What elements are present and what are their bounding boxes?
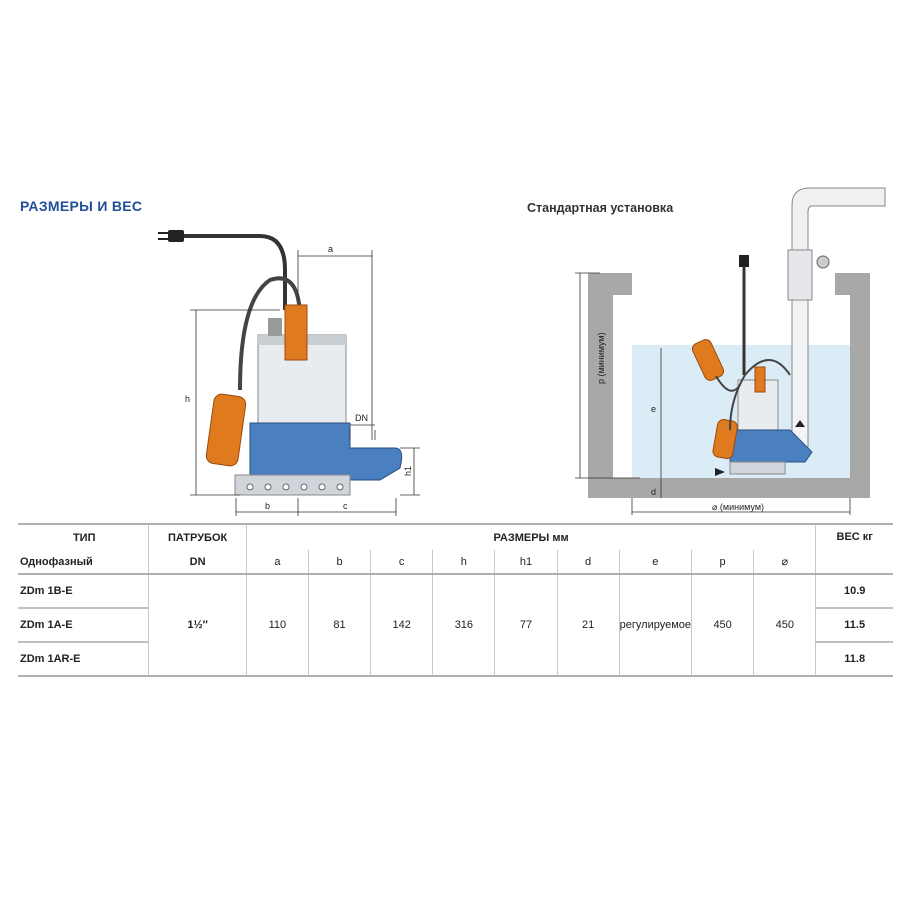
dim-header: e	[618, 550, 692, 574]
header-dimensions: РАЗМЕРЫ мм	[245, 523, 816, 550]
dim-value: 110	[245, 573, 309, 677]
dim-label-d: d	[651, 487, 656, 497]
header-dn-sub: DN	[148, 550, 247, 574]
well-installation-drawing	[588, 187, 886, 498]
plug-icon	[158, 230, 184, 242]
model-name: ZDm 1A-E	[18, 607, 149, 642]
model-name: ZDm 1B-E	[18, 573, 149, 608]
dim-label-h1: h1	[403, 466, 413, 476]
dim-value: 316	[432, 573, 495, 677]
dim-label-width: ⌀ (минимум)	[712, 502, 764, 512]
dim-value: 77	[494, 573, 558, 677]
dim-label-dn: DN	[355, 413, 368, 423]
dimensions-table: ТИП ПАТРУБОК РАЗМЕРЫ мм ВЕС кг Однофазны…	[18, 523, 893, 677]
header-weight: ВЕС кг	[815, 523, 893, 574]
weight-value: 10.9	[815, 573, 893, 608]
dim-label-c: c	[343, 501, 348, 511]
dim-header: c	[370, 550, 433, 574]
page-title: РАЗМЕРЫ И ВЕС	[20, 198, 143, 214]
installation-title: Стандартная установка	[527, 201, 674, 215]
header-type-sub: Однофазный	[20, 555, 93, 568]
dim-header: d	[556, 550, 620, 574]
dim-header: ⌀	[753, 550, 816, 574]
dim-value: 450	[691, 573, 754, 677]
table-row: ZDm 1B-E 1½″ 110 81 142 316 77 21 регули…	[18, 573, 893, 677]
dim-value: 21	[556, 573, 620, 677]
dn-value: 1½″	[148, 573, 247, 677]
dim-value: регулируемое	[618, 573, 692, 677]
dim-header: p	[691, 550, 754, 574]
table-row: ZDm 1AR-E 11.8	[18, 641, 893, 677]
dim-value: 142	[370, 573, 433, 677]
dim-header: h	[432, 550, 495, 574]
dim-header: a	[245, 550, 309, 574]
dim-label-b: b	[265, 501, 270, 511]
dim-label-e: e	[651, 404, 656, 414]
dim-value: 450	[753, 573, 816, 677]
weight-value: 11.8	[815, 641, 893, 677]
table-row: ZDm 1A-E 11.5	[18, 607, 893, 642]
weight-value: 11.5	[815, 607, 893, 642]
dim-label-p: p (минимум)	[596, 332, 606, 384]
dim-label-h: h	[185, 394, 190, 404]
dim-label-a: a	[328, 244, 333, 254]
header-dn: ПАТРУБОК	[148, 523, 247, 550]
dim-value: 81	[307, 573, 371, 677]
model-name: ZDm 1AR-E	[18, 641, 149, 677]
dim-header: h1	[494, 550, 558, 574]
header-type: ТИП	[18, 523, 149, 550]
dim-header: b	[307, 550, 371, 574]
pump-dimension-drawing: a h DN h1 b c p (минимум) e d ⌀ (мин	[158, 187, 886, 516]
